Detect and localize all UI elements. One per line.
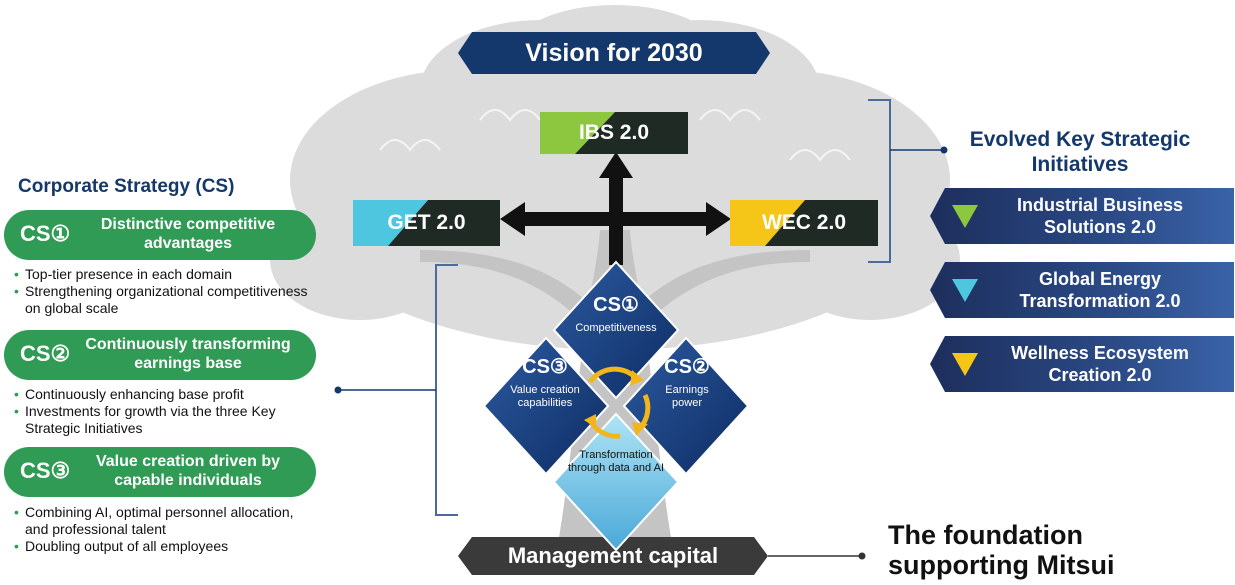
- diamond-cs1-label: Competitiveness: [575, 322, 657, 334]
- cs2-pill: CS② Continuously transforming earnings b…: [4, 330, 316, 380]
- list-item: Top-tier presence in each domain: [14, 266, 314, 283]
- eki-item-wec: Wellness Ecosystem Creation 2.0: [1011, 343, 1189, 385]
- management-capital-banner: [458, 537, 768, 575]
- diamond-cs3-number: CS③: [522, 356, 568, 378]
- diamond-cs2-label: Earnings power: [665, 384, 709, 409]
- foundation-label: The foundation supporting Mitsui: [888, 520, 1115, 580]
- cs1-label: Distinctive competitive advantages: [100, 216, 276, 252]
- cs2-number: CS②: [20, 341, 71, 366]
- get-box: GET 2.0: [387, 211, 466, 234]
- diamond-cs2-number: CS②: [664, 356, 710, 378]
- cs1-bullets: Top-tier presence in each domain Strengt…: [14, 266, 314, 317]
- cs2-label: Continuously transforming earnings base: [85, 336, 291, 372]
- diamond-cs3-label: Value creation capabilities: [510, 384, 580, 409]
- eki-item-get: Global Energy Transformation 2.0: [1019, 269, 1181, 311]
- arrows: [500, 152, 731, 265]
- cs3-bullets: Combining AI, optimal personnel allocati…: [14, 504, 314, 555]
- eki-item-ibs: Industrial Business Solutions 2.0: [1016, 195, 1184, 237]
- wec-box: WEC 2.0: [761, 211, 847, 234]
- diamond-bottom-label: Transformation through data and AI: [567, 449, 665, 474]
- cs-diamond: [482, 260, 750, 552]
- list-item: Combining AI, optimal personnel allocati…: [14, 504, 314, 538]
- eki-title: Evolved Key Strategic Initiatives: [969, 128, 1191, 176]
- vision-title: Vision for 2030: [525, 39, 703, 67]
- cs1-number: CS①: [20, 221, 71, 246]
- diamond-cs1-number: CS①: [593, 294, 639, 316]
- cs1-pill: CS① Distinctive competitive advantages: [4, 210, 316, 260]
- eki-boxes: [930, 188, 1234, 392]
- list-item: Doubling output of all employees: [14, 538, 314, 555]
- list-item: Strengthening organizational competitive…: [14, 283, 314, 317]
- cs3-label: Value creation driven by capable individ…: [95, 453, 281, 489]
- corporate-strategy-title: Corporate Strategy (CS): [18, 176, 235, 197]
- ibs-box: IBS 2.0: [578, 121, 650, 144]
- management-capital-label: Management capital: [507, 543, 719, 568]
- cs2-bullets: Continuously enhancing base profit Inves…: [14, 386, 319, 437]
- list-item: Investments for growth via the three Key…: [14, 403, 319, 437]
- cs3-pill: CS③ Value creation driven by capable ind…: [4, 447, 316, 497]
- list-item: Continuously enhancing base profit: [14, 386, 319, 403]
- vision-banner: [458, 32, 770, 74]
- cs3-number: CS③: [20, 458, 71, 483]
